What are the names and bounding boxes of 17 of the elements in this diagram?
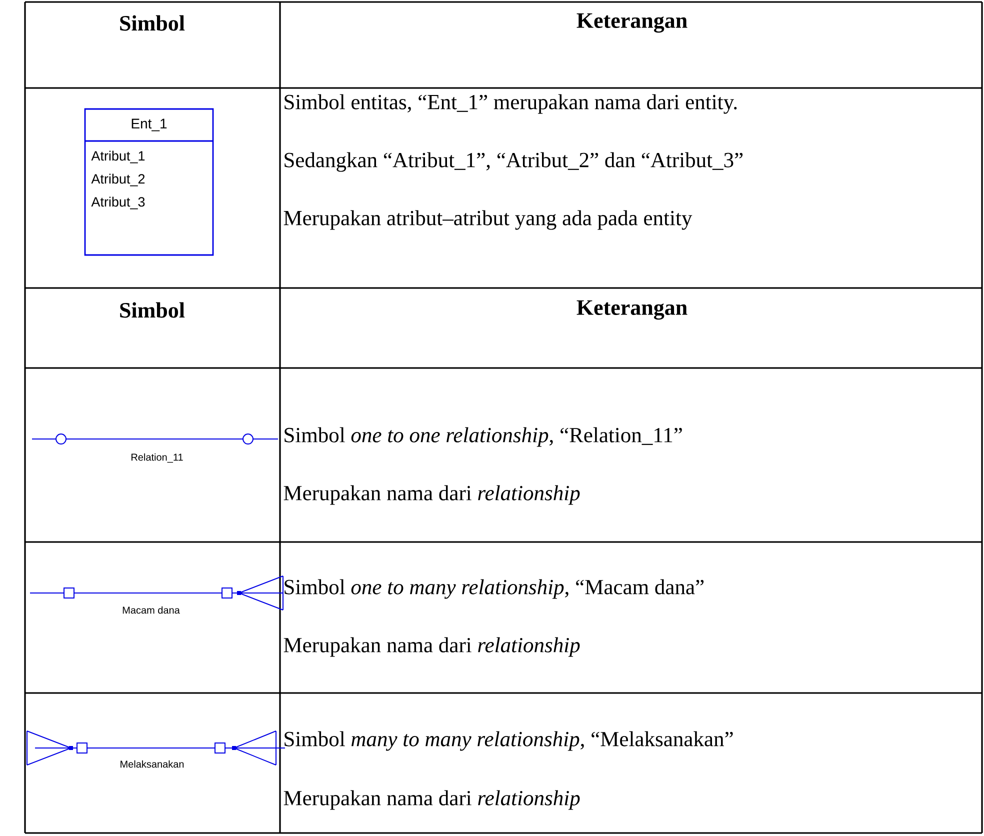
header-cell-text: Keterangan — [576, 300, 688, 320]
description-text: Merupakan nama dari relationship — [284, 637, 580, 657]
description-text: Simbol one to one relationship, “Relation_11” — [284, 427, 682, 447]
description-text: Merupakan nama dari relationship — [284, 790, 580, 810]
relationship-name: Macam dana — [122, 606, 180, 614]
description-text: Merupakan atribut–atribut yang ada pada entity — [284, 210, 692, 230]
description-text: Merupakan nama dari relationship — [284, 485, 580, 505]
description-text: Simbol entitas, “Ent_1” merupakan nama dari entity. — [284, 94, 737, 114]
relationship-name: Relation_11 — [132, 453, 183, 463]
header-cell-text: Simbol — [120, 15, 185, 31]
description-text: Simbol many to many relationship, “Melaksanakan” — [284, 731, 733, 751]
description-text: Sedangkan “Atribut_1”, “Atribut_2” dan “Atribut_3” — [284, 152, 743, 172]
entity-box: Ent_1 Atribut_1 Atribut_2 Atribut_3 — [84, 108, 214, 256]
relationship-name: Melaksanakan — [120, 760, 184, 768]
header-cell-text: Keterangan — [576, 13, 688, 33]
description-text: Simbol one to many relationship, “Macam dana” — [284, 579, 704, 599]
header-cell-text: Simbol — [120, 302, 185, 318]
